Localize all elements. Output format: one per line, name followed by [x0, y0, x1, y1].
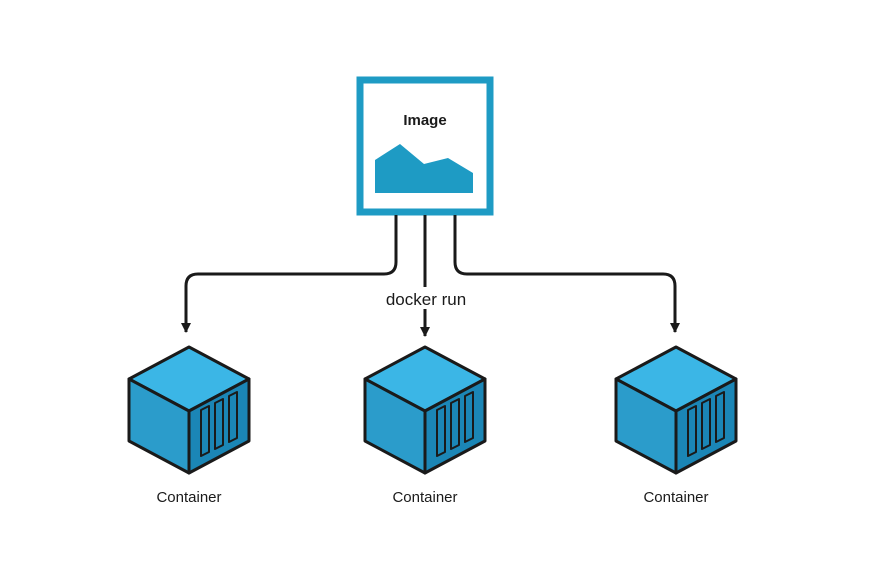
- container-cube-icon: [614, 345, 738, 475]
- container-label: Container: [392, 489, 457, 506]
- edge-label: docker run: [386, 290, 466, 309]
- container-node: Container: [363, 345, 487, 506]
- container-cube-icon: [127, 345, 251, 475]
- connectors: [181, 215, 680, 337]
- landscape-image-icon: [375, 144, 473, 193]
- container-node: Container: [127, 345, 251, 506]
- container-label: Container: [156, 489, 221, 506]
- connector-left: [181, 215, 398, 333]
- image-node: Image: [356, 76, 494, 216]
- edge-label-background: [378, 287, 474, 309]
- container-label: Container: [643, 489, 708, 506]
- image-label: Image: [403, 112, 446, 129]
- container-cube-icon: [363, 345, 487, 475]
- connector-right: [453, 215, 680, 333]
- container-node: Container: [614, 345, 738, 506]
